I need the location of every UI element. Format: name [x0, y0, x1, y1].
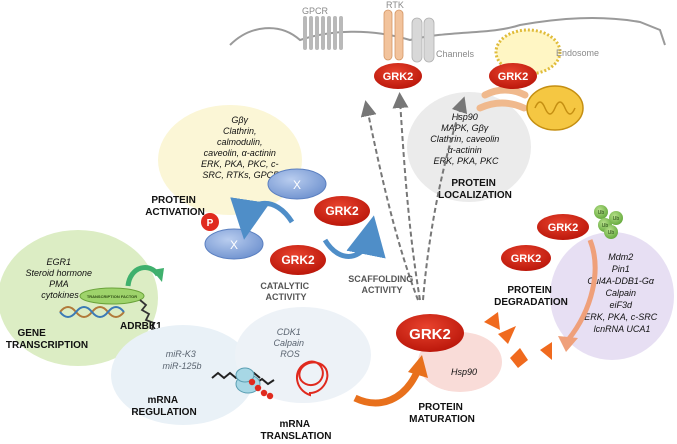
- grk2-endosome: GRK2: [489, 63, 537, 89]
- localization-bubble: [407, 92, 531, 202]
- activation-title: PROTEIN ACTIVATION: [145, 195, 205, 218]
- rtk-receptor: [383, 9, 404, 61]
- grk2-ubiquitinated: GRK2: [537, 214, 589, 240]
- svg-text:GRK2: GRK2: [409, 326, 451, 343]
- grk2-membrane: GRK2: [374, 63, 422, 89]
- svg-text:GRK2: GRK2: [548, 222, 579, 234]
- mrna-regulation-bubble: [111, 325, 255, 425]
- catalytic-activity-label: CATALYTIC ACTIVITY: [260, 281, 311, 302]
- degradation-bubble: [550, 232, 674, 360]
- x-protein-scaffold: X: [267, 168, 327, 200]
- transcription-factors: EGR1 Steroid hormone PMA cytokines: [25, 257, 94, 300]
- svg-text:Ub: Ub: [608, 230, 615, 236]
- mrna-translation-title: mRNA TRANSLATION: [261, 419, 332, 442]
- channel-proteins: [411, 17, 435, 63]
- grk2-maturation: GRK2: [396, 314, 464, 352]
- transcription-arrow: [125, 265, 164, 287]
- phosphate-badge: P: [201, 213, 219, 231]
- ribosome: [235, 367, 261, 394]
- folding-protein: [296, 360, 329, 397]
- svg-text:X: X: [293, 178, 301, 192]
- svg-text:Ub: Ub: [613, 216, 620, 222]
- maturation-arrow: [353, 355, 428, 407]
- gpcr-label: GPCR: [302, 6, 329, 16]
- mrna-translation-factors: CDK1 Calpain ROS: [273, 327, 306, 359]
- maturation-title: PROTEIN MATURATION: [409, 402, 475, 425]
- maturation-factor: Hsp90: [451, 367, 477, 377]
- endosome: [494, 28, 562, 76]
- grk2-degradation: GRK2: [501, 245, 551, 271]
- mrna-regulation-factors: miR-K3 miR-125b: [162, 349, 201, 371]
- localization-factors: Hsp90 MAPK, Gβγ Clathrin, caveolin α-act…: [430, 112, 502, 166]
- localization-title: PROTEIN LOCALIZATION: [438, 178, 512, 201]
- x-protein-catalytic: X: [204, 228, 264, 260]
- svg-text:X: X: [230, 238, 238, 252]
- transcription-title: GENE TRANSCRIPTION: [6, 328, 88, 351]
- protein-fragments: [484, 312, 552, 368]
- scaffolding-activity-label: SCAFFOLDING ACTIVITY: [348, 274, 416, 295]
- degradation-arrow: [558, 239, 598, 352]
- activation-bubble: [158, 105, 302, 215]
- svg-text:GRK2: GRK2: [498, 71, 529, 83]
- activity-arrows: [230, 197, 386, 259]
- localization-arrows: [360, 92, 468, 301]
- activation-factors: Gβγ Clathrin, calmodulin, caveolin, α-ac…: [201, 115, 281, 180]
- dna-strand: [59, 306, 125, 318]
- degradation-factors: Mdm2 Pin1 Cul4A-DDB1-Gα Calpain eiF3d ER…: [584, 252, 660, 334]
- svg-text:GRK2: GRK2: [325, 204, 359, 218]
- mrna-strand: [139, 299, 161, 332]
- svg-text:GRK2: GRK2: [383, 71, 414, 83]
- grk2-catalytic: GRK2: [270, 245, 326, 275]
- gpcr-receptor: [303, 16, 343, 50]
- ubiquitin-chain: Ub Ub Ub Ub: [594, 205, 623, 239]
- mrna-regulation-title: mRNA REGULATION: [131, 395, 196, 418]
- svg-text:Ub: Ub: [602, 223, 609, 229]
- cell-membrane: [229, 17, 666, 46]
- transcription-bubble: [0, 230, 158, 366]
- channels-label: Channels: [436, 49, 475, 59]
- svg-text:TRANSCRIPTION FACTOR: TRANSCRIPTION FACTOR: [87, 294, 137, 299]
- svg-text:GRK2: GRK2: [511, 253, 542, 265]
- gene-name-label: ADRBK1: [120, 321, 162, 332]
- svg-text:GRK2: GRK2: [281, 253, 315, 267]
- endosome-label: Endosome: [556, 48, 599, 58]
- transcription-factor-badge: TRANSCRIPTION FACTOR: [79, 287, 145, 305]
- grk2-scaffold: GRK2: [314, 196, 370, 226]
- mrna-translation-bubble: [235, 307, 371, 403]
- peptide-beads: [248, 378, 274, 400]
- svg-text:P: P: [207, 218, 214, 229]
- rtk-label: RTK: [386, 0, 404, 10]
- degradation-title: PROTEIN DEGRADATION: [494, 285, 568, 308]
- mitochondrion: [526, 85, 584, 131]
- svg-text:Ub: Ub: [598, 210, 605, 216]
- golgi-organelle: [476, 86, 529, 112]
